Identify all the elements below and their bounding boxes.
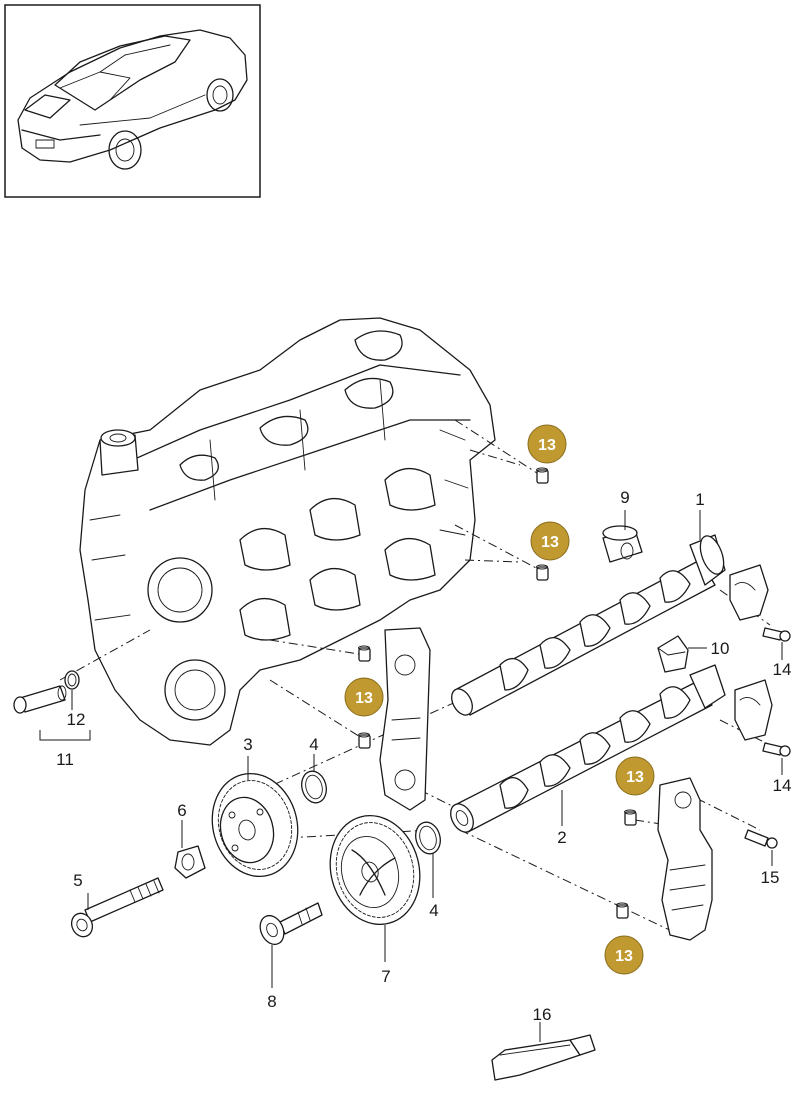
- badge-label: 13: [538, 437, 556, 454]
- callout-3: 3: [243, 735, 252, 754]
- badge-label: 13: [541, 534, 559, 551]
- cam-block: [657, 635, 689, 673]
- sealant-tube: [491, 1034, 596, 1081]
- cam-cap-upper: [729, 564, 769, 621]
- callout-numbers: 1 9 10 14 14 15 2 3 4 4 6 5 7 8 12 11 16: [56, 488, 791, 1024]
- badge-label: 13: [355, 690, 373, 707]
- callout-1: 1: [695, 490, 704, 509]
- callout-14-upper: 14: [773, 660, 792, 679]
- sleeve-6: [616, 902, 629, 919]
- callout-4-lower: 4: [429, 901, 438, 920]
- callout-15: 15: [761, 868, 780, 887]
- badge-13-d: 13: [615, 756, 655, 796]
- badge-label: 13: [615, 948, 633, 965]
- cam-adjuster-sprocket: [211, 772, 299, 878]
- callout-8: 8: [267, 992, 276, 1011]
- callout-6: 6: [177, 801, 186, 820]
- callout-16: 16: [533, 1005, 552, 1024]
- long-bolt: [70, 877, 164, 938]
- callout-12: 12: [67, 710, 86, 729]
- badge-13-b: 13: [530, 521, 570, 561]
- callout-2: 2: [557, 828, 566, 847]
- bracket-11: [39, 730, 91, 741]
- badge-13-c: 13: [344, 677, 384, 717]
- callout-14-lower: 14: [773, 776, 792, 795]
- sleeve-5: [624, 809, 637, 826]
- camshaft-sprocket: [329, 815, 421, 925]
- callout-10: 10: [711, 639, 730, 658]
- sleeve-2: [536, 564, 549, 581]
- badge-label: 13: [626, 769, 644, 786]
- badge-13-e: 13: [604, 935, 644, 975]
- leader-lines: [71, 510, 783, 1042]
- camshaft-lower: [450, 664, 726, 833]
- seal-ring: [64, 670, 80, 690]
- bolt-15: [744, 829, 778, 849]
- cylinder-head: [79, 317, 496, 746]
- camshaft-upper: [451, 534, 726, 716]
- callout-11: 11: [56, 750, 74, 769]
- bolt-14-upper: [762, 627, 791, 642]
- badge-13-a: 13: [527, 424, 567, 464]
- o-ring-upper: [301, 770, 327, 804]
- washer-nut: [174, 845, 206, 879]
- cam-cap-lower: [734, 679, 773, 741]
- sleeve-1: [536, 467, 549, 484]
- camshaft-housing: [657, 777, 713, 941]
- sleeve-3: [358, 645, 371, 662]
- bearing-bridge: [379, 627, 431, 811]
- callout-5: 5: [73, 871, 82, 890]
- bolt-14-lower: [762, 742, 791, 757]
- callout-4-upper: 4: [309, 735, 318, 754]
- callout-9: 9: [620, 488, 629, 507]
- plug-pin: [13, 685, 67, 714]
- sleeve-4: [358, 732, 371, 749]
- o-ring-lower: [415, 821, 441, 855]
- bushing: [602, 525, 643, 563]
- central-bolt: [259, 902, 323, 946]
- callout-7: 7: [381, 967, 390, 986]
- car-thumbnail-icon: [4, 4, 261, 198]
